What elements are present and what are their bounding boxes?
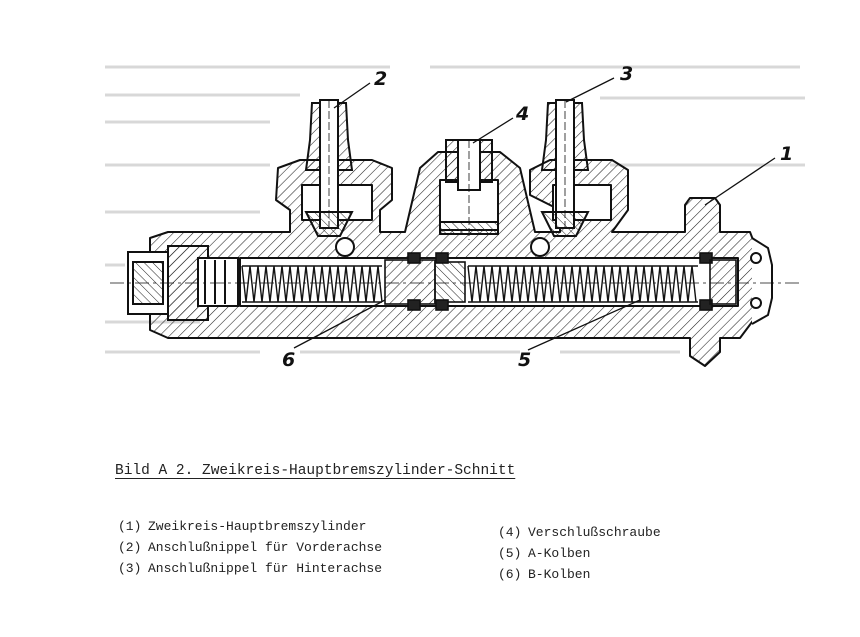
callout-5: 5 <box>518 349 531 371</box>
legend-number: (4) <box>498 525 522 540</box>
legend-item: (1) Zweikreis-Hauptbremszylinder <box>118 519 382 540</box>
legend-number: (1) <box>118 519 142 534</box>
callout-1: 1 <box>780 143 793 165</box>
callout-6: 6 <box>282 349 295 371</box>
callout-3: 3 <box>620 63 633 85</box>
screw-plug <box>439 139 499 240</box>
b-piston <box>384 252 436 311</box>
legend-number: (2) <box>118 540 142 555</box>
background-faint-lines <box>105 65 805 354</box>
leader-lines <box>293 77 776 351</box>
end-cap <box>750 237 773 325</box>
legend-item: (5) A-Kolben <box>498 546 661 567</box>
legend-number: (3) <box>118 561 142 576</box>
figure-caption: Bild A 2. Zweikreis-Hauptbremszylinder-S… <box>115 463 516 479</box>
legend-text: Verschlußschraube <box>528 525 661 540</box>
cross-section-drawing: 1 2 3 4 5 6 <box>105 63 805 371</box>
legend-item: (2) Anschlußnippel für Vorderachse <box>118 540 382 561</box>
legend-text: B-Kolben <box>528 567 591 582</box>
legend-text: Anschlußnippel für Vorderachse <box>148 540 383 555</box>
cylinder-housing <box>149 151 756 367</box>
a-piston <box>434 252 737 311</box>
legend-item: (4) Verschlußschraube <box>498 525 661 546</box>
spring-b <box>241 265 383 303</box>
legend-number: (5) <box>498 546 522 561</box>
callout-4: 4 <box>515 103 529 125</box>
end-plug <box>127 245 239 321</box>
legend-text: Zweikreis-Hauptbremszylinder <box>148 519 367 534</box>
legend-right: (4) Verschlußschraube (5) A-Kolben (6) B-Ko… <box>498 525 661 588</box>
legend-number: (6) <box>498 567 522 582</box>
rear-axle-nipple <box>530 99 590 257</box>
legend-left: (1) Zweikreis-Hauptbremszylinder (2) Ansch… <box>118 519 382 582</box>
legend-text: A-Kolben <box>528 546 591 561</box>
spring-a <box>467 265 698 303</box>
front-axle-nipple <box>304 99 355 257</box>
legend-item: (3) Anschlußnippel für Hinterachse <box>118 561 382 582</box>
legend-text: Anschlußnippel für Hinterachse <box>148 561 383 576</box>
callout-2: 2 <box>374 68 387 90</box>
legend-item: (6) B-Kolben <box>498 567 661 588</box>
